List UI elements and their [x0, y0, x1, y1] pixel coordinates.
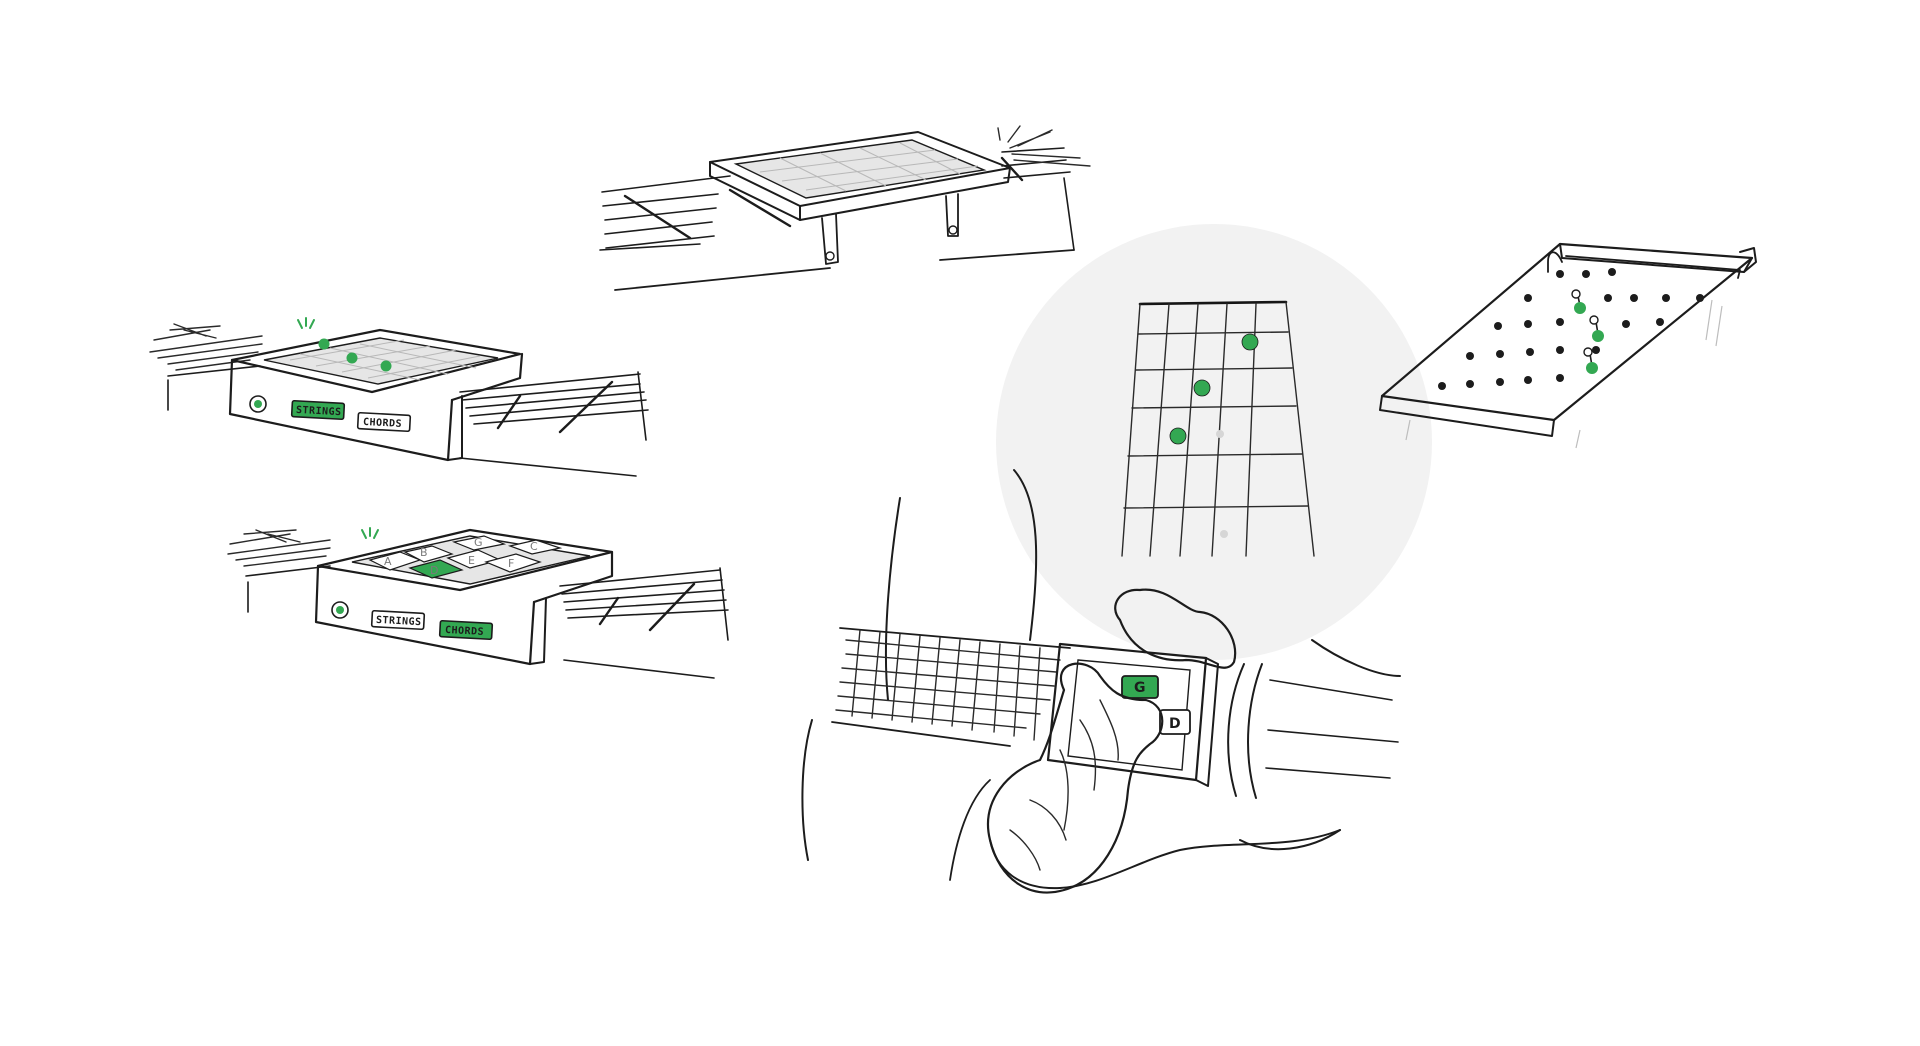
power-icon[interactable] — [249, 395, 267, 413]
hand-key-d[interactable]: D — [1159, 709, 1191, 735]
chord-key-labels: A B D E F G C — [384, 536, 538, 577]
power-icon[interactable] — [331, 601, 349, 619]
svg-text:B: B — [420, 546, 428, 559]
svg-text:F: F — [508, 557, 514, 570]
svg-text:STRINGS: STRINGS — [296, 405, 342, 418]
svg-text:E: E — [468, 554, 475, 567]
strings-button[interactable]: STRINGS — [370, 609, 426, 631]
chords-mode-device: A B D E F G C STRINGS CHORDS — [227, 527, 729, 679]
fretboard-diagram — [1121, 300, 1315, 557]
hand-playing-sketch: G D — [801, 469, 1401, 894]
spotlight-panel — [996, 224, 1432, 660]
svg-text:D: D — [1169, 716, 1181, 732]
strings-mode-device: STRINGS CHORDS — [149, 317, 649, 477]
hand-key-g[interactable]: G — [1121, 675, 1159, 699]
chords-button[interactable]: CHORDS — [356, 411, 412, 433]
svg-text:C: C — [530, 540, 538, 553]
svg-text:G: G — [1134, 680, 1146, 696]
svg-text:CHORDS: CHORDS — [363, 417, 403, 430]
chords-button[interactable]: CHORDS — [438, 619, 494, 641]
svg-text:STRINGS: STRINGS — [376, 615, 422, 628]
strings-button[interactable]: STRINGS — [290, 399, 346, 421]
svg-text:D: D — [430, 564, 438, 577]
svg-text:CHORDS: CHORDS — [445, 625, 485, 638]
svg-text:A: A — [384, 555, 392, 568]
device-underside-sketch — [1379, 242, 1757, 449]
top-device-sketch — [599, 125, 1091, 291]
svg-text:G: G — [474, 536, 483, 549]
